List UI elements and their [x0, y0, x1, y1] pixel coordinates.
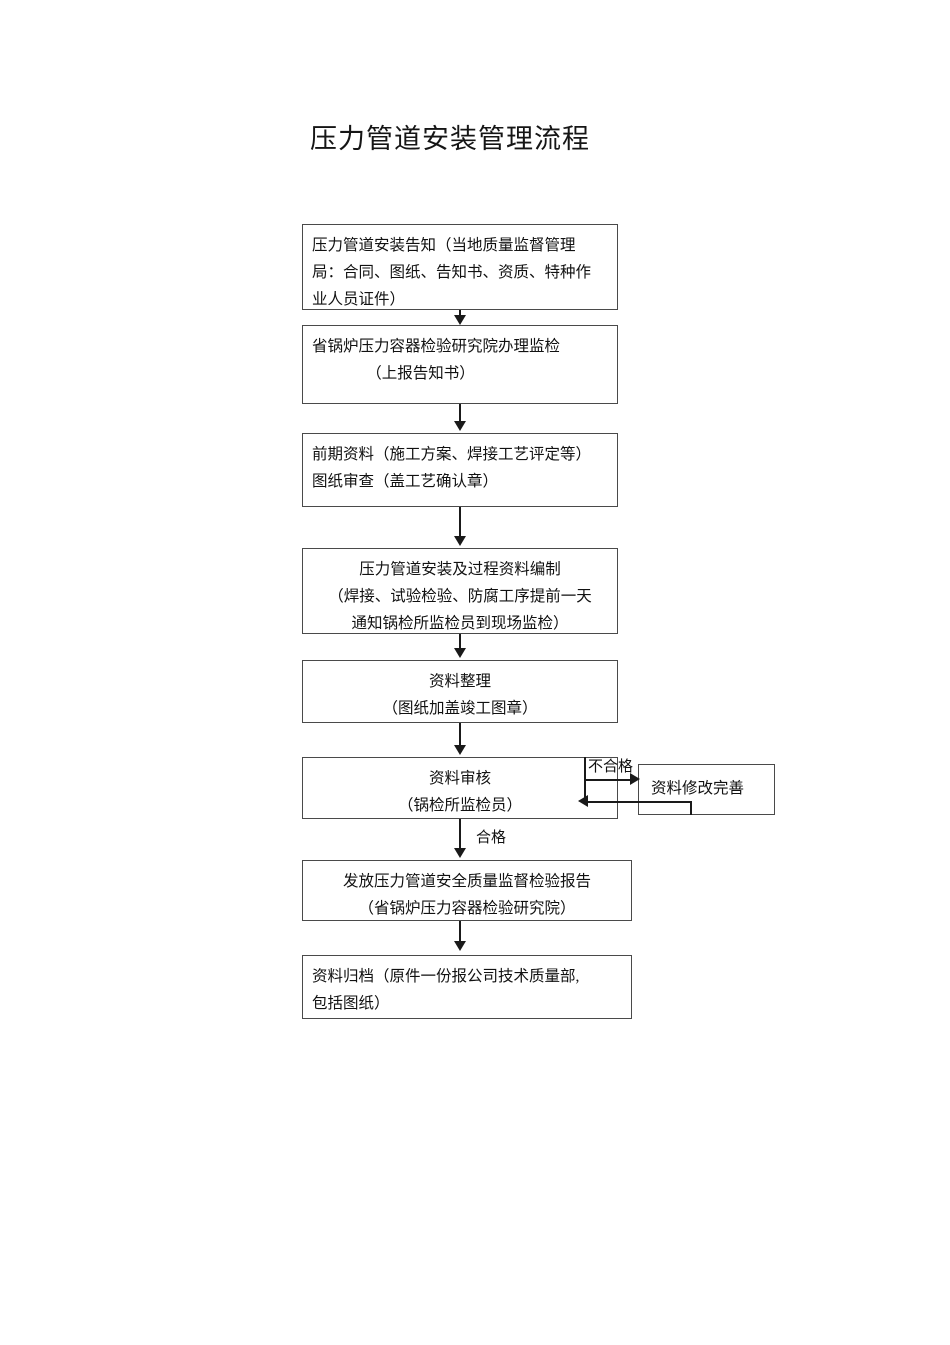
flow-node-document-organization[interactable]: 资料整理 （图纸加盖竣工图章） — [302, 660, 618, 723]
connector-node5-node6 — [459, 723, 461, 747]
node-line: （图纸加盖竣工图章） — [382, 700, 538, 717]
arrowhead-node3 — [453, 421, 466, 431]
connector-review-to-rework — [585, 779, 633, 781]
node-line: 通知锅检所监检员到现场监检） — [351, 615, 569, 632]
flow-node-document-archiving[interactable]: 资料归档（原件一份报公司技术质量部, 包括图纸） — [302, 955, 632, 1019]
node-line: （省锅炉压力容器检验研究院） — [358, 900, 576, 917]
arrowhead-node8 — [453, 941, 466, 951]
flow-node-document-review[interactable]: 资料审核 （锅检所监检员） — [302, 757, 618, 819]
arrowhead-node6 — [453, 745, 466, 755]
arrowhead-node2 — [453, 315, 466, 325]
node-line: 压力管道安装及过程资料编制 — [359, 561, 561, 578]
node-line: （锅检所监检员） — [397, 797, 522, 814]
arrowhead-node5 — [453, 648, 466, 658]
node-line: （焊接、试验检验、防腐工序提前一天 — [328, 588, 592, 605]
node-line: 包括图纸） — [312, 995, 390, 1012]
node-line: 业人员证件） — [312, 291, 406, 308]
connector-node6-node7 — [459, 819, 461, 850]
node-line: 压力管道安装告知（当地质量监督管理 — [312, 237, 576, 254]
connector-node2-node3 — [459, 404, 461, 423]
node-line: 发放压力管道安全质量监督检验报告 — [342, 873, 591, 890]
flow-node-preliminary-documents-drawing-review[interactable]: 前期资料（施工方案、焊接工艺评定等） 图纸审查（盖工艺确认章） — [302, 433, 618, 507]
connector-rework-to-review — [588, 801, 692, 803]
node-line: 前期资料（施工方案、焊接工艺评定等） — [312, 446, 592, 463]
node-line: 资料整理 — [428, 673, 491, 690]
edge-label-pass: 合格 — [476, 830, 507, 846]
flow-node-document-revision-improvement[interactable]: 资料修改完善 — [638, 764, 775, 815]
arrowhead-rework — [630, 773, 640, 785]
connector-review-right-edge — [584, 757, 586, 803]
node-line: 资料归档（原件一份报公司技术质量部, — [312, 968, 580, 985]
flow-node-installation-and-process-documentation[interactable]: 压力管道安装及过程资料编制 （焊接、试验检验、防腐工序提前一天 通知锅检所监检员… — [302, 548, 618, 634]
flow-node-issue-safety-quality-supervision-report[interactable]: 发放压力管道安全质量监督检验报告 （省锅炉压力容器检验研究院） — [302, 860, 632, 921]
arrowhead-node4 — [453, 536, 466, 546]
connector-node7-node8 — [459, 921, 461, 943]
arrowhead-node7 — [453, 848, 466, 858]
edge-label-reject: 不合格 — [588, 759, 634, 775]
connector-node3-node4 — [459, 507, 461, 538]
node-line: 资料审核 — [428, 770, 491, 787]
node-line: 图纸审查（盖工艺确认章） — [312, 473, 499, 490]
node-line: 局：合同、图纸、告知书、资质、特种作 — [312, 264, 592, 281]
page-title: 压力管道安装管理流程 — [310, 124, 590, 154]
node-line: 资料修改完善 — [651, 780, 745, 797]
connector-rework-left-edge — [690, 801, 692, 815]
connector-node4-node5 — [459, 634, 461, 650]
node-line: （上报告知书） — [312, 365, 475, 382]
flow-node-pressure-pipe-installation-notification[interactable]: 压力管道安装告知（当地质量监督管理 局：合同、图纸、告知书、资质、特种作 业人员… — [302, 224, 618, 310]
node-line: 省锅炉压力容器检验研究院办理监检 — [312, 338, 561, 355]
flow-node-provincial-boiler-inspection-institute[interactable]: 省锅炉压力容器检验研究院办理监检 （上报告知书） — [302, 325, 618, 404]
arrowhead-review-return — [578, 795, 588, 807]
